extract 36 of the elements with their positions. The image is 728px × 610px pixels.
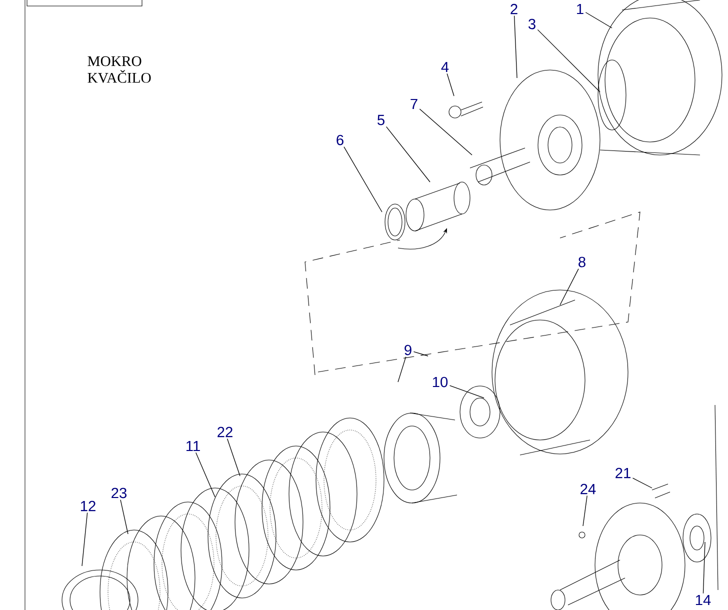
callout-number: 3 [528, 18, 536, 30]
callout-number: 8 [578, 256, 586, 268]
leader-line [413, 351, 428, 356]
callout-number: 10 [432, 376, 448, 388]
leader-line [82, 512, 88, 566]
leader-line [702, 542, 706, 594]
leader-line [419, 108, 472, 156]
leader-line [560, 268, 579, 306]
leader-line [196, 452, 216, 498]
callout-number: 21 [616, 468, 630, 478]
leader-line [449, 385, 484, 398]
leader-line [446, 73, 454, 96]
callout-number: 22 [218, 426, 232, 438]
callout-number: 1 [577, 4, 584, 14]
callout-number: 6 [336, 134, 344, 146]
leader-line [514, 15, 518, 78]
leader-line [582, 495, 588, 526]
callout-number: 5 [378, 114, 384, 126]
leader-line [120, 499, 128, 534]
callout-number: 11 [186, 440, 200, 452]
callout-number: 2 [510, 4, 518, 14]
callout-number: 9 [404, 344, 412, 356]
callout-number: 7 [410, 98, 418, 110]
leader-line [585, 12, 612, 28]
leader-line [344, 146, 382, 212]
callout-number: 12 [80, 500, 96, 512]
leader-line [226, 438, 240, 476]
leader-line [632, 478, 652, 488]
callout-number: 24 [580, 484, 596, 494]
leader-line [398, 356, 406, 382]
leader-line [537, 29, 600, 92]
callout-number: 4 [441, 62, 449, 72]
callout-number: 23 [112, 488, 126, 498]
heading-text: MOKRO KVAČILO [88, 56, 151, 83]
callout-number: 14 [696, 594, 711, 606]
leader-line [386, 126, 430, 182]
